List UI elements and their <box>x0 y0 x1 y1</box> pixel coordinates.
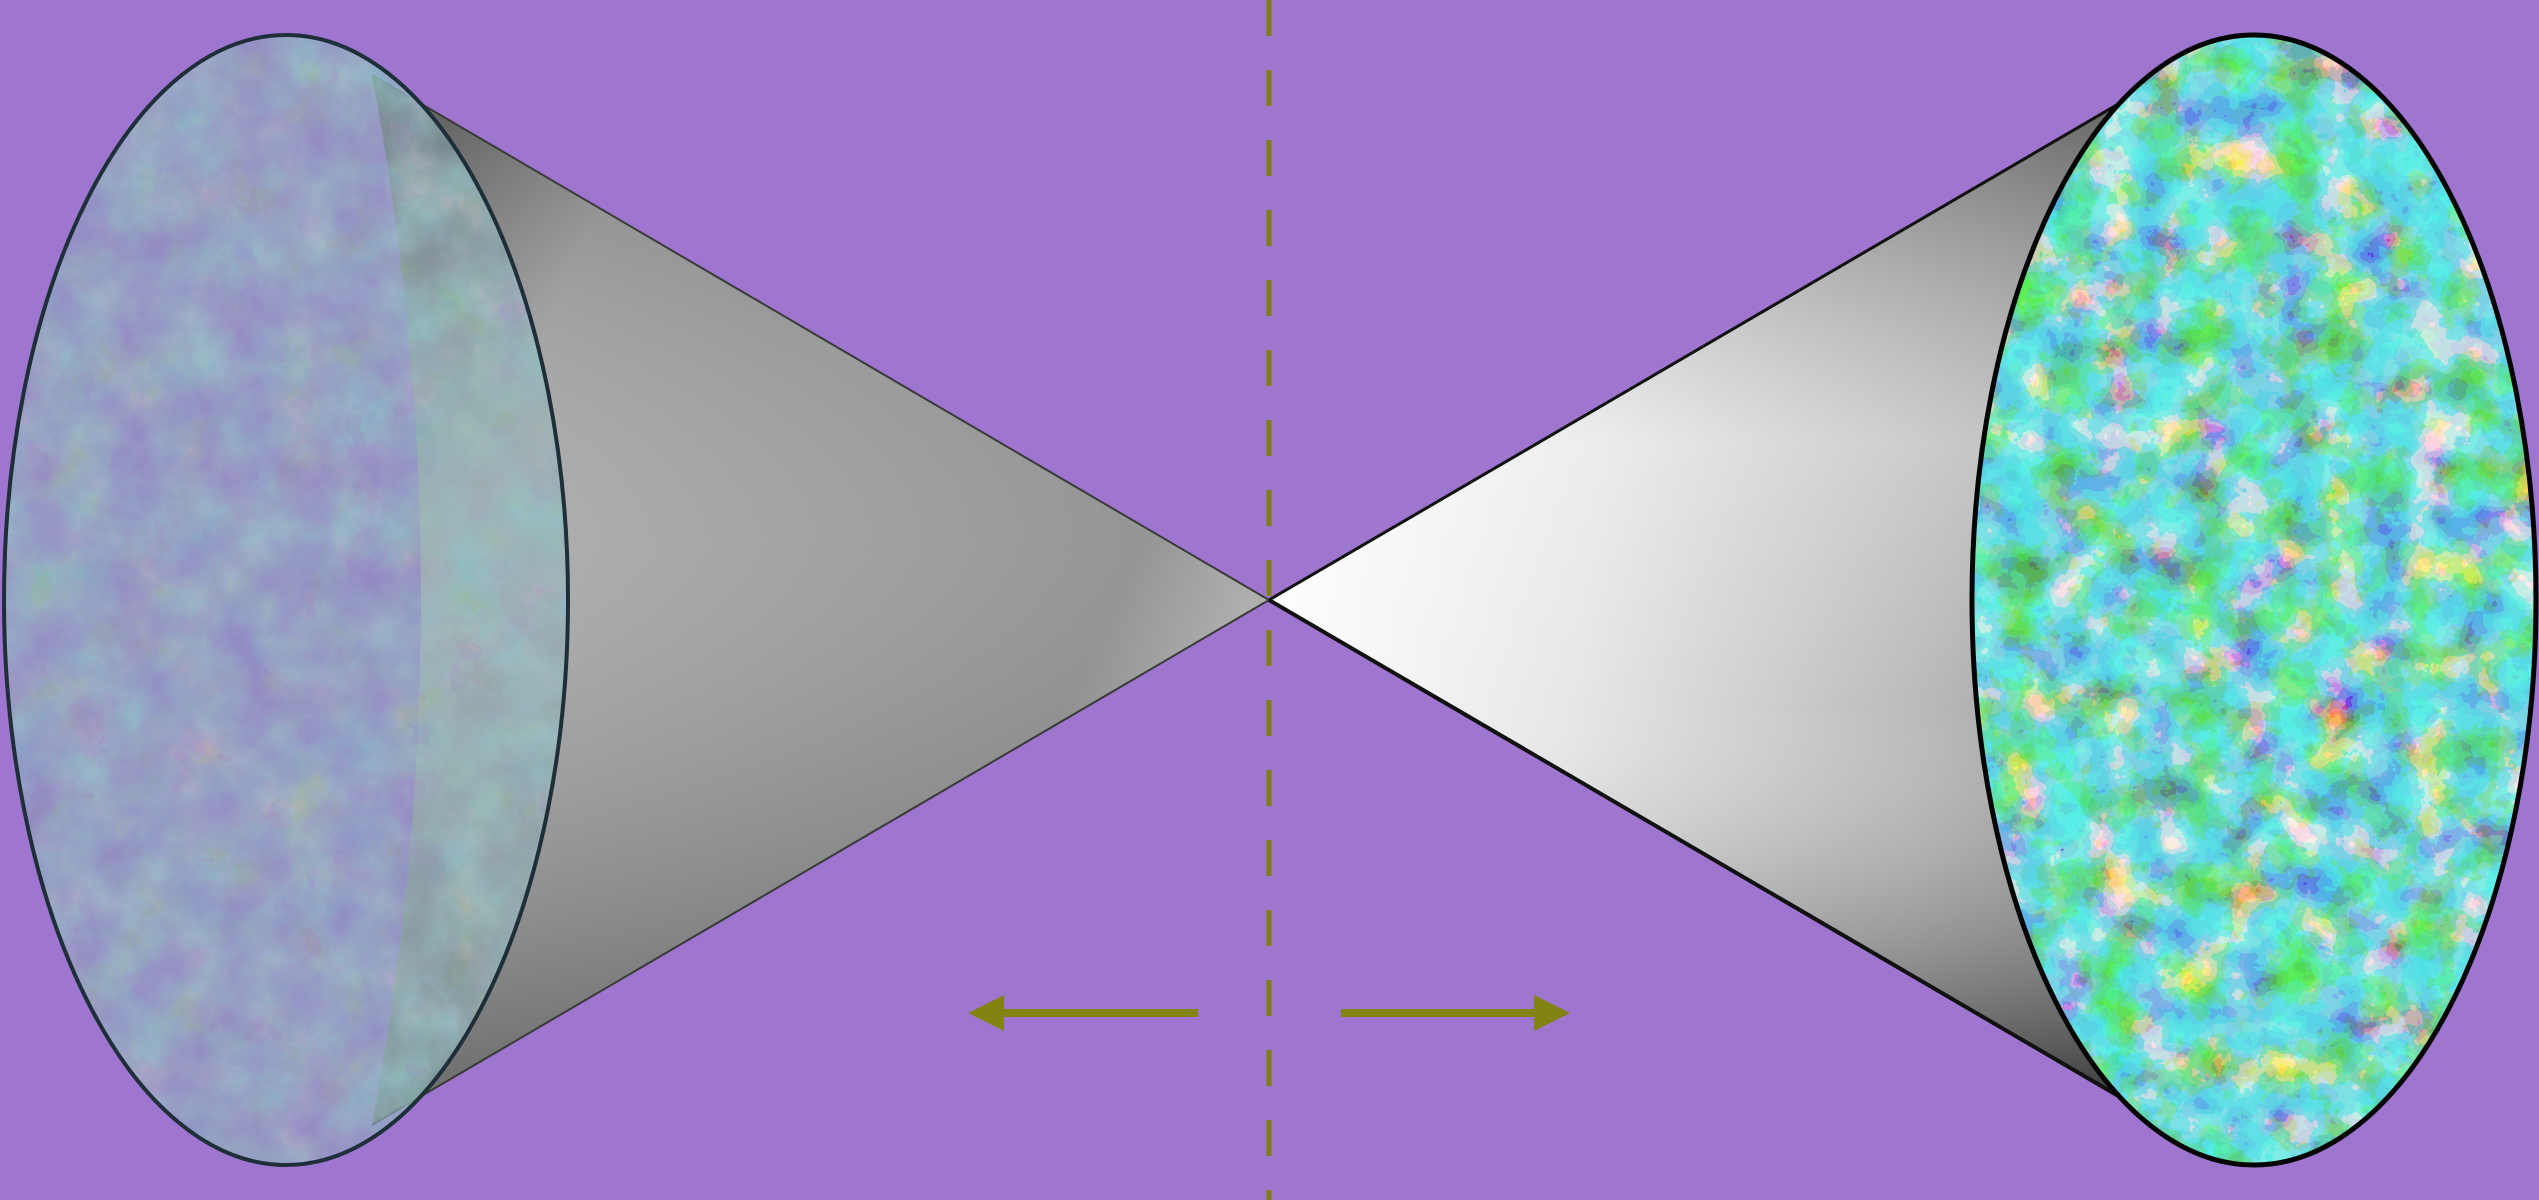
left-arrow <box>968 995 1198 1031</box>
left-cone-shading <box>372 75 1269 1125</box>
arrow-right-head <box>1534 995 1570 1031</box>
right-arrow <box>1341 995 1570 1031</box>
right-cone-shading <box>1269 75 2168 1125</box>
left-cone-lower-edge <box>371 599 1270 1126</box>
left-sky-map-outline <box>2 33 570 1167</box>
arrow-left-head <box>968 995 1004 1031</box>
right-sky-map-outline <box>1969 32 2539 1168</box>
left-sky-map <box>2 33 570 1167</box>
right-sky-map <box>1969 32 2539 1168</box>
cmb-sky-map-icon <box>4 35 568 1165</box>
right-cone-upper-edge <box>1268 73 2169 602</box>
left-cone-upper-edge <box>371 74 1270 601</box>
right-light-cone <box>1267 73 2170 1127</box>
left-light-cone <box>371 74 1270 1126</box>
cmb-sky-map-icon <box>1972 35 2536 1165</box>
right-cone-lower-edge <box>1267 598 2170 1127</box>
